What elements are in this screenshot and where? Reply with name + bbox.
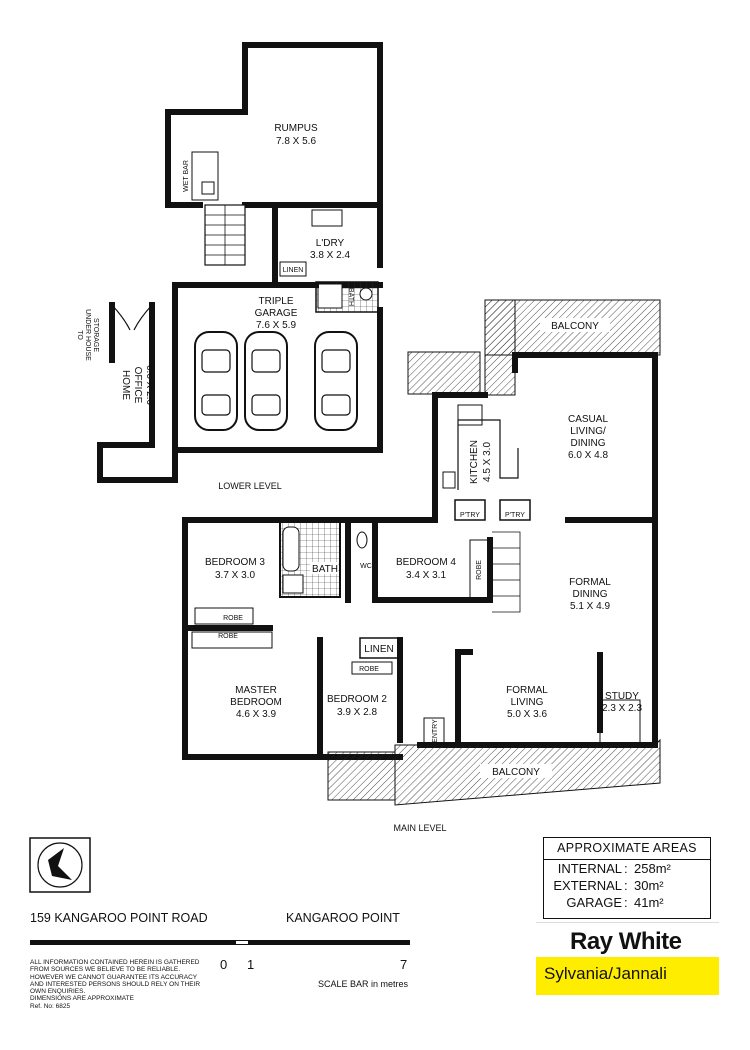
scale-number: 1 bbox=[247, 957, 255, 972]
rumpus-size: 7.8 X 5.6 bbox=[276, 136, 316, 147]
laundry-name: L'DRY bbox=[316, 238, 345, 249]
master-name-2: BEDROOM bbox=[230, 697, 282, 708]
laundry-size: 3.8 X 2.4 bbox=[310, 250, 350, 261]
rumpus-name: RUMPUS bbox=[274, 123, 318, 134]
formal-dining-size: 5.1 X 4.9 bbox=[570, 601, 610, 612]
formal-living-size: 5.0 X 3.6 bbox=[507, 709, 547, 720]
entry-label: ENTRY bbox=[432, 719, 439, 743]
garage-name-1: TRIPLE bbox=[258, 296, 293, 307]
disclaimer-line: DIMENSIONS ARE APPROXIMATE bbox=[30, 995, 134, 1003]
bedroom-3-size: 3.7 X 3.0 bbox=[215, 570, 255, 581]
areas-label: GARAGE bbox=[566, 895, 622, 910]
disclaimer-line: Ref. No: 6825 bbox=[30, 1002, 71, 1010]
areas-label: EXTERNAL bbox=[553, 878, 622, 893]
disclaimer-line: HOWEVER WE CANNOT GUARANTEE ITS ACCURACY bbox=[30, 973, 198, 981]
disclaimer-line: AND INTERESTED PERSONS SHOULD RELY ON TH… bbox=[30, 980, 201, 988]
main-level-label: MAIN LEVEL bbox=[393, 823, 446, 833]
main-level bbox=[182, 299, 661, 806]
car-icon bbox=[244, 331, 288, 431]
office-name-1: HOME bbox=[120, 370, 131, 400]
bedroom-2-name: BEDROOM 2 bbox=[327, 694, 387, 705]
kitchen-size: 4.5 X 3.0 bbox=[482, 442, 493, 482]
wet-bar-label: WET BAR bbox=[183, 160, 190, 192]
office-name-2: OFFICE bbox=[132, 367, 143, 404]
bedroom-4-size: 3.4 X 3.1 bbox=[406, 570, 446, 581]
brand-logo: Ray White bbox=[570, 928, 682, 955]
brand-office-bar: Sylvania/Jannali bbox=[536, 957, 719, 995]
storage-label-2: UNDER HOUSE bbox=[84, 309, 91, 361]
linen-lower-label: LINEN bbox=[283, 267, 304, 274]
bath-lower-label: BATH bbox=[347, 288, 354, 306]
approximate-areas-panel: APPROXIMATE AREAS INTERNAL : 258m² EXTER… bbox=[543, 837, 711, 919]
garage-size: 7.6 X 5.9 bbox=[256, 320, 296, 331]
formal-living-name-2: LIVING bbox=[511, 697, 544, 708]
storage-label-3: STORAGE bbox=[92, 318, 99, 352]
lower-level bbox=[97, 42, 383, 483]
areas-row: INTERNAL : 258m² bbox=[557, 861, 671, 876]
robe-master-label: ROBE bbox=[218, 633, 238, 640]
areas-value: 30m² bbox=[634, 878, 664, 893]
disclaimer-line: OWN ENQUIRIES. bbox=[30, 988, 86, 996]
casual-name-3: DINING bbox=[571, 438, 606, 449]
casual-name-2: LIVING/ bbox=[570, 426, 606, 437]
robe-bedroom-2-label: ROBE bbox=[359, 666, 379, 673]
bath-main-label: BATH bbox=[312, 564, 338, 575]
study-size: 2.3 X 2.3 bbox=[602, 703, 642, 714]
areas-row: GARAGE : 41m² bbox=[566, 895, 664, 910]
master-name-1: MASTER bbox=[235, 685, 277, 696]
brand-office: Sylvania/Jannali bbox=[544, 964, 667, 983]
casual-size: 6.0 X 4.8 bbox=[568, 450, 608, 461]
scale-caption: SCALE BAR in metres bbox=[318, 979, 409, 989]
car-icon bbox=[194, 331, 238, 431]
balcony-bottom-label: BALCONY bbox=[492, 767, 540, 778]
casual-name-1: CASUAL bbox=[568, 414, 608, 425]
robe-bedroom-4-label: ROBE bbox=[476, 560, 483, 580]
scale-bar-segment bbox=[236, 941, 248, 944]
north-compass-icon bbox=[29, 837, 91, 893]
bedroom-3-name: BEDROOM 3 bbox=[205, 557, 265, 568]
formal-living-name-1: FORMAL bbox=[506, 685, 548, 696]
areas-row: EXTERNAL : 30m² bbox=[553, 878, 664, 893]
formal-dining-name-2: DINING bbox=[573, 589, 608, 600]
address-suburb: KANGAROO POINT bbox=[286, 911, 400, 925]
office-size: 6.6 X 2.0 bbox=[144, 365, 155, 405]
storage-label-1: TO bbox=[76, 330, 83, 340]
disclaimer: ALL INFORMATION CONTAINED HEREIN IS GATH… bbox=[30, 959, 220, 1010]
areas-title: APPROXIMATE AREAS bbox=[544, 838, 710, 860]
scale-number: 0 bbox=[220, 957, 228, 972]
robe-bedroom-3-label: ROBE bbox=[223, 615, 243, 622]
pantry-1-label: P'TRY bbox=[460, 512, 480, 519]
garage-name-2: GARAGE bbox=[255, 308, 298, 319]
brand-divider bbox=[536, 922, 719, 923]
disclaimer-line: FROM SOURCES WE BELIEVE TO BE RELIABLE. bbox=[30, 966, 181, 974]
scale-bar bbox=[30, 940, 410, 945]
study-name: STUDY bbox=[605, 691, 639, 702]
bedroom-2-size: 3.9 X 2.8 bbox=[337, 707, 377, 718]
linen-main-label: LINEN bbox=[364, 644, 393, 655]
balcony-top-label: BALCONY bbox=[551, 321, 599, 332]
areas-value: 258m² bbox=[634, 861, 671, 876]
address-street: 159 KANGAROO POINT ROAD bbox=[30, 911, 208, 925]
formal-dining-name-1: FORMAL bbox=[569, 577, 611, 588]
pantry-2-label: P'TRY bbox=[505, 512, 525, 519]
master-size: 4.6 X 3.9 bbox=[236, 709, 276, 720]
disclaimer-line: ALL INFORMATION CONTAINED HEREIN IS GATH… bbox=[30, 959, 200, 966]
areas-label: INTERNAL bbox=[557, 861, 622, 876]
car-icon bbox=[314, 331, 358, 431]
wc-label: WC bbox=[360, 563, 372, 570]
bedroom-4-name: BEDROOM 4 bbox=[396, 557, 456, 568]
scale-number: 7 bbox=[400, 957, 408, 972]
areas-value: 41m² bbox=[634, 895, 664, 910]
lower-level-label: LOWER LEVEL bbox=[218, 481, 282, 491]
kitchen-name: KITCHEN bbox=[469, 440, 480, 484]
